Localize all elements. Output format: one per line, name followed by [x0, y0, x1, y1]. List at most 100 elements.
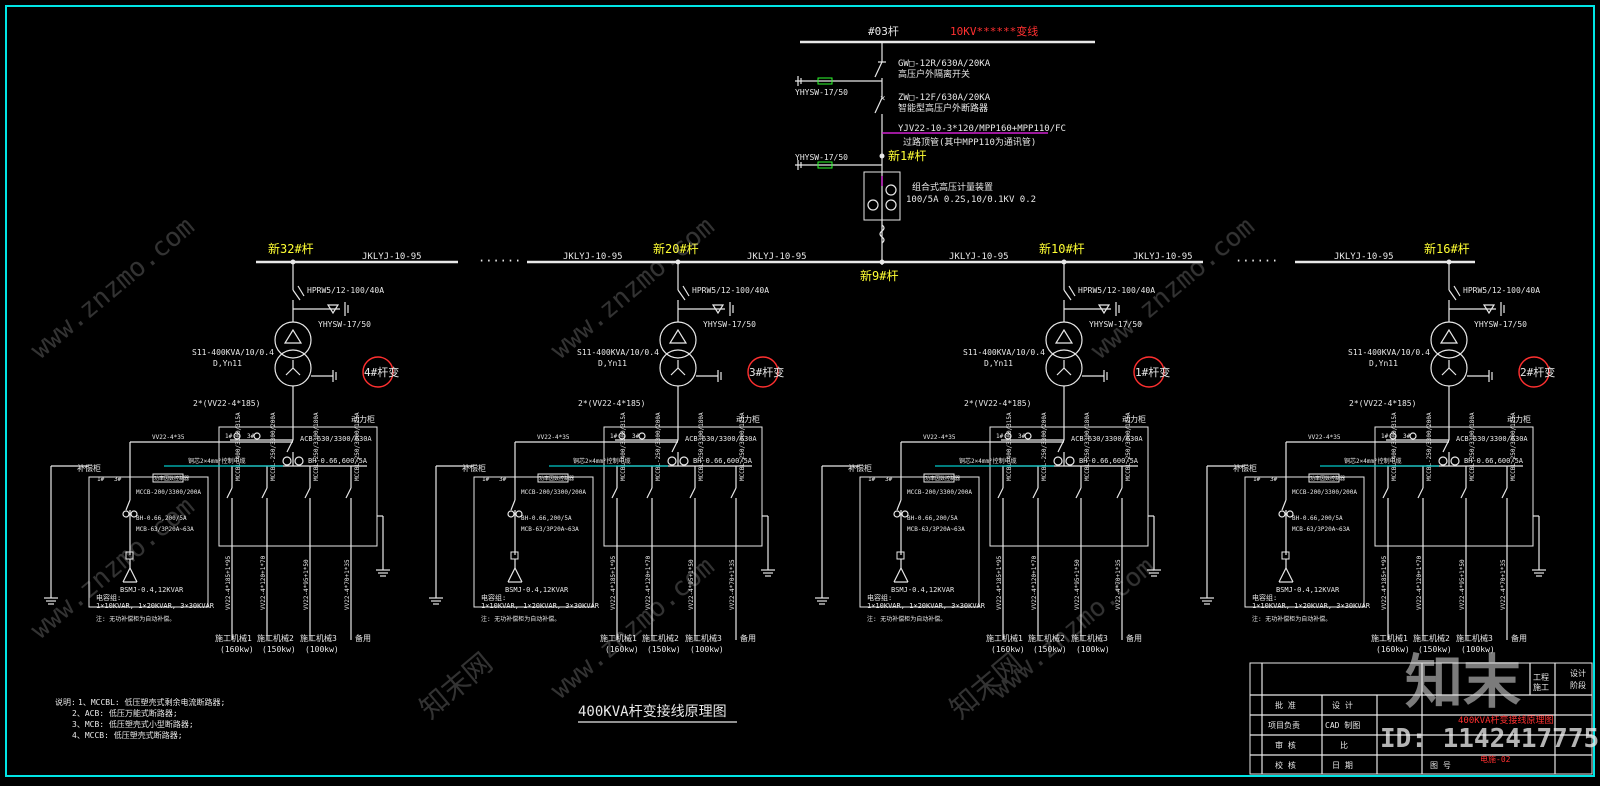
load-label: 施工机械2 [1028, 633, 1065, 643]
capacitor-model: BSMJ-0.4,12KVAR [1276, 586, 1340, 594]
tb-cell: 日 期 [1332, 761, 1353, 770]
branch-cable-label: VV22-4*120+1*70 [260, 555, 267, 610]
line-label-left: JKLYJ-10-95 [1334, 252, 1394, 262]
capacitor-group-label: 电容组: [1252, 593, 1277, 602]
tb-cell: 工程 [1533, 673, 1549, 682]
meter-label: 1# [1253, 476, 1261, 483]
meter-label: 3# [632, 433, 640, 440]
delta-winding-icon [283, 328, 303, 344]
comp-mccb-label: MCB-63/3P20A~63A [907, 526, 965, 533]
arrester-label: YHYSW-17/50 [1089, 320, 1142, 329]
load-label: 施工机械3 [300, 633, 337, 643]
load-label: 施工机械1 [600, 633, 637, 643]
load-label: 备用 [1511, 633, 1527, 643]
branch-breaker-label: MCCBL-250/3300/125A [739, 412, 746, 481]
tb-cell: 校 核 [1275, 760, 1296, 770]
controller-box [923, 473, 955, 483]
tb-cell: 设 计 [1332, 700, 1353, 710]
branch-breaker-label: MCCBL-250/3300/180A [1469, 412, 1476, 481]
controller-box [537, 473, 569, 483]
bus-dots-right: ······ [1235, 254, 1278, 268]
power-cabinet [1374, 426, 1534, 547]
drawing-title: 400KVA杆变接线原理图 [578, 703, 727, 720]
meter-label: 1# [610, 433, 618, 440]
svg-text:×: × [880, 94, 885, 104]
power-cabinet [989, 426, 1149, 547]
transformer-conn: D,Yn11 [213, 359, 242, 368]
transformer-unit: 新32#杆JKLYJ-10-95HPRW5/12-100/40AYHYSW-17… [44, 241, 422, 654]
ct-label: BH-0.66,600/5A [693, 457, 753, 465]
main-breaker-label: ACB-630/3300/630A [685, 435, 757, 443]
note-item: 1、MCCBL: 低压塑壳式剩余电流断路器; [78, 697, 225, 707]
branch-breaker-label: MCCBL-250/3300/125A [1125, 412, 1132, 481]
branch-cable-label: VV22-4*120+1*70 [1031, 555, 1038, 610]
isolator-switch [874, 61, 883, 78]
bus-dots-left: ······ [478, 254, 521, 268]
pole-label: 新16#杆 [1424, 241, 1470, 256]
watermark-site: www.znzmo.com [25, 212, 200, 366]
ct-label: BH-0.66,600/5A [1079, 457, 1139, 465]
breaker-switch [874, 97, 883, 114]
arrester1-label: YHYSW-17/50 [795, 88, 848, 97]
capacitor-model: BSMJ-0.4,12KVAR [505, 586, 569, 594]
transformer-tag [747, 356, 779, 388]
capacitor-groups: 1×10KVAR, 1×20KVAR, 3×30KVAR [1252, 602, 1371, 610]
controller-label: 功率因数控制器 [154, 475, 189, 482]
meter-label: 3# [247, 433, 255, 440]
power-cabinet-label: 动力柜 [1507, 414, 1531, 424]
top-feeder: #03杆 10KV******变线 GW□-12R/630A/20KA 高压户外… [795, 24, 1095, 283]
capacitor-group-label: 电容组: [867, 593, 892, 602]
power-cabinet [218, 426, 378, 547]
branch-breaker-label: MCCBL-250/3300/180A [313, 412, 320, 481]
ct-label: BH-0.66,600/5A [1464, 457, 1524, 465]
notes-title: 说明: [55, 697, 76, 707]
comp-breaker-label: MCCB-200/3300/200A [136, 489, 201, 496]
isolator-desc: 高压户外隔离开关 [898, 68, 970, 80]
new1-pole-label: 新1#杆 [888, 148, 926, 163]
comp-ct-label: BH-0.66,200/5A [136, 515, 187, 522]
power-cabinet-label: 动力柜 [1122, 414, 1146, 424]
load-kw-label: (100kw) [1461, 645, 1495, 654]
load-kw-label: (100kw) [690, 645, 724, 654]
controller-label: 功率因数控制器 [925, 475, 960, 482]
capacitor-model: BSMJ-0.4,12KVAR [120, 586, 184, 594]
watermark-brand: 知末网 [413, 646, 499, 725]
meter-label: 1# [97, 476, 105, 483]
breaker-model: ZW□-12F/630A/20KA [898, 93, 991, 103]
transformer-model: S11-400KVA/10/0.4 [963, 348, 1045, 357]
tb-cell: 施工 [1533, 682, 1549, 692]
tb-cell: 审 核 [1275, 740, 1296, 750]
load-label: 施工机械3 [1456, 633, 1493, 643]
load-label: 备用 [355, 633, 371, 643]
transformer-unit: 新20#杆JKLYJ-10-95JKLYJ-10-95HPRW5/12-100/… [429, 241, 807, 654]
line-label-left: JKLYJ-10-95 [949, 252, 1009, 262]
load-label: 备用 [1126, 633, 1142, 643]
control-cable-label: 铜芯2×4mm²控制电缆 [188, 457, 246, 465]
comp-mccb-label: MCB-63/3P20A~63A [1292, 526, 1350, 533]
comp-breaker-label: MCCB-200/3300/200A [521, 489, 586, 496]
compensation-cabinet [473, 476, 594, 608]
note-item: 2、ACB: 低压万能式断路器; [72, 708, 178, 718]
tb-cell: CAD 制图 [1325, 720, 1360, 730]
meter-label: 3# [114, 476, 122, 483]
arrester-icon [817, 77, 833, 85]
comp-breaker-label: MCCB-200/3300/200A [1292, 489, 1357, 496]
branch-cable-label: VV22-4*185+1*95 [610, 555, 617, 610]
arrester-icon [817, 161, 833, 169]
note-item: 3、MCB: 低压塑壳式小型断路器; [72, 719, 194, 729]
tb-cell: 批 准 [1275, 700, 1296, 710]
pole-label: 新32#杆 [268, 241, 314, 256]
branch-cable-label: VV22-4*95+1*50 [1459, 559, 1466, 610]
branch-cable-label: VV22-4*95+1*50 [1074, 559, 1081, 610]
controller-label: 功率因数控制器 [539, 475, 574, 482]
branch-breaker-label: MCCBL-250/3300/200A [1426, 412, 1433, 481]
transformer-tag [1518, 356, 1550, 388]
main-bus: ······ ······ [256, 254, 1475, 268]
meter-name: 组合式高压计量装置 [912, 181, 993, 193]
capacitor-groups: 1×10KVAR, 1×20KVAR, 3×30KVAR [867, 602, 986, 610]
comp-breaker-label: MCCB-200/3300/200A [907, 489, 972, 496]
pole-label: 新20#杆 [653, 241, 699, 256]
cable-out-label: 2*(VV22-4*185) [1349, 399, 1416, 408]
controller-box [152, 473, 184, 483]
